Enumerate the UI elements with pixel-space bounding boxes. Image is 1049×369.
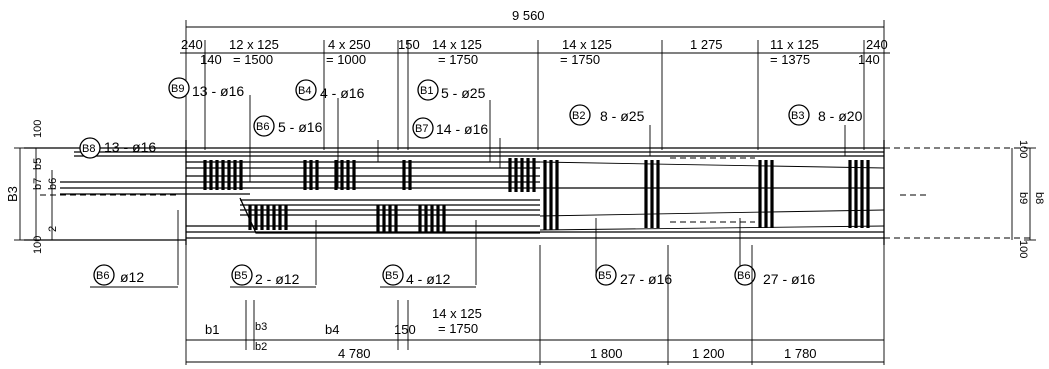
bar-mark-b6-left: B6 ø12 xyxy=(90,264,178,288)
bar-mark-b7: B7 14 - ø16 xyxy=(412,117,488,139)
bar-tag: B7 xyxy=(415,123,428,135)
bar-text: 5 - ø16 xyxy=(278,119,323,135)
dim-right: 1 780 xyxy=(784,346,817,361)
bar-text: 8 - ø25 xyxy=(600,108,645,124)
dim-b3-bottom: b3 xyxy=(255,321,267,333)
bar-mark-b1: B1 5 - ø25 xyxy=(417,79,486,101)
dim-bottom-seg: 14 x 125 xyxy=(432,306,482,321)
dim-seg1-total: = 1500 xyxy=(233,52,273,67)
bar-tag: B2 xyxy=(572,110,585,122)
top-overall-dimension: 9 560 xyxy=(185,8,885,150)
dim-seg2: 4 x 250 xyxy=(328,37,371,52)
bar-text: 4 - ø16 xyxy=(320,85,365,101)
stirrups xyxy=(203,158,870,232)
bar-mark-b2: B2 8 - ø25 xyxy=(569,104,645,126)
dim-mid1: 1 800 xyxy=(590,346,623,361)
right-100-bot: 100 xyxy=(1017,240,1029,258)
side-b3: B3 xyxy=(5,186,20,202)
bar-mark-b8: B8 13 - ø16 xyxy=(79,137,156,159)
bar-text: 8 - ø20 xyxy=(818,108,863,124)
bar-tag: B6 xyxy=(96,270,109,282)
bar-text: 14 - ø16 xyxy=(436,121,488,137)
dim-seg2-total: = 1000 xyxy=(326,52,366,67)
dim-left-end: 240 xyxy=(181,37,203,52)
bar-text: 13 - ø16 xyxy=(104,139,156,155)
side-b5: b5 xyxy=(32,158,44,170)
dim-total: 9 560 xyxy=(512,8,545,23)
dim-seg3-gap: 150 xyxy=(398,37,420,52)
bar-mark-b6-right: B6 27 - ø16 xyxy=(734,264,815,287)
right-b9: b9 xyxy=(1017,192,1029,204)
bottom-dimensions: b1 b3 b2 b4 150 14 x 125 = 1750 4 780 1 … xyxy=(185,245,885,365)
bar-text: 5 - ø25 xyxy=(441,85,486,101)
dim-left-total: 4 780 xyxy=(338,346,371,361)
side-b6: b6 xyxy=(47,178,59,190)
dim-seg7: 11 x 125 xyxy=(770,37,819,52)
bar-mark-b3: B3 8 - ø20 xyxy=(788,104,863,126)
bar-tag: B8 xyxy=(82,143,95,155)
side-100-bot: 100 xyxy=(32,236,44,254)
dim-seg7-total: = 1375 xyxy=(770,52,810,67)
bar-text: 4 - ø12 xyxy=(406,271,451,287)
left-side-dimensions: B3 100 b5 b7 b6 100 2 xyxy=(5,120,59,254)
dim-seg5-total: = 1750 xyxy=(560,52,600,67)
dim-left-140: 140 xyxy=(200,52,222,67)
dim-b4: b4 xyxy=(325,322,339,337)
bar-tag: B4 xyxy=(298,85,311,97)
bar-text: 27 - ø16 xyxy=(763,271,815,287)
longitudinal-bars xyxy=(60,151,884,234)
dim-mid2: 1 200 xyxy=(692,346,725,361)
bar-mark-b6-top: B6 5 - ø16 xyxy=(253,115,323,137)
bar-text: 13 - ø16 xyxy=(192,83,244,99)
bar-text: 27 - ø16 xyxy=(620,271,672,287)
dim-bottom-seg-total: = 1750 xyxy=(438,321,478,336)
bar-tag: B5 xyxy=(234,270,247,282)
leader-lines xyxy=(177,95,846,285)
bar-tag: B5 xyxy=(385,270,398,282)
dim-seg6: 1 275 xyxy=(690,37,723,52)
bar-mark-b9: B9 13 - ø16 xyxy=(168,77,244,99)
dim-gap150: 150 xyxy=(394,322,416,337)
bar-mark-b5-c: B5 27 - ø16 xyxy=(595,264,672,287)
right-side-dimensions: 100 b9 b8 100 xyxy=(1011,140,1045,258)
beam-outline xyxy=(24,140,1030,245)
bar-tag: B3 xyxy=(791,110,804,122)
bar-tag: B5 xyxy=(598,270,611,282)
dim-right-140: 140 xyxy=(858,52,880,67)
bar-text: 2 - ø12 xyxy=(255,271,300,287)
right-b8: b8 xyxy=(1033,192,1045,204)
bar-tag: B6 xyxy=(737,270,750,282)
dim-seg4-total: = 1750 xyxy=(438,52,478,67)
top-sub-dimensions: 240 140 12 x 125 = 1500 4 x 250 = 1000 1… xyxy=(180,37,890,150)
bar-mark-b5-b: B5 4 - ø12 xyxy=(380,264,476,288)
bar-mark-b4: B4 4 - ø16 xyxy=(295,79,365,101)
right-100-top: 100 xyxy=(1017,140,1029,158)
dim-seg4: 14 x 125 xyxy=(432,37,482,52)
dim-b2: b2 xyxy=(255,341,267,353)
side-2: 2 xyxy=(47,226,59,232)
dim-b1: b1 xyxy=(205,322,219,337)
dim-seg5: 14 x 125 xyxy=(562,37,612,52)
dim-seg1: 12 x 125 xyxy=(229,37,279,52)
bar-text: ø12 xyxy=(120,269,144,285)
bar-tag: B1 xyxy=(420,85,433,97)
side-100-top: 100 xyxy=(32,120,44,138)
bar-tag: B9 xyxy=(171,83,184,95)
dim-right-end: 240 xyxy=(866,37,888,52)
side-b7: b7 xyxy=(32,178,44,190)
bar-tag: B6 xyxy=(256,121,269,133)
bar-mark-b5-a: B5 2 - ø12 xyxy=(230,264,316,288)
